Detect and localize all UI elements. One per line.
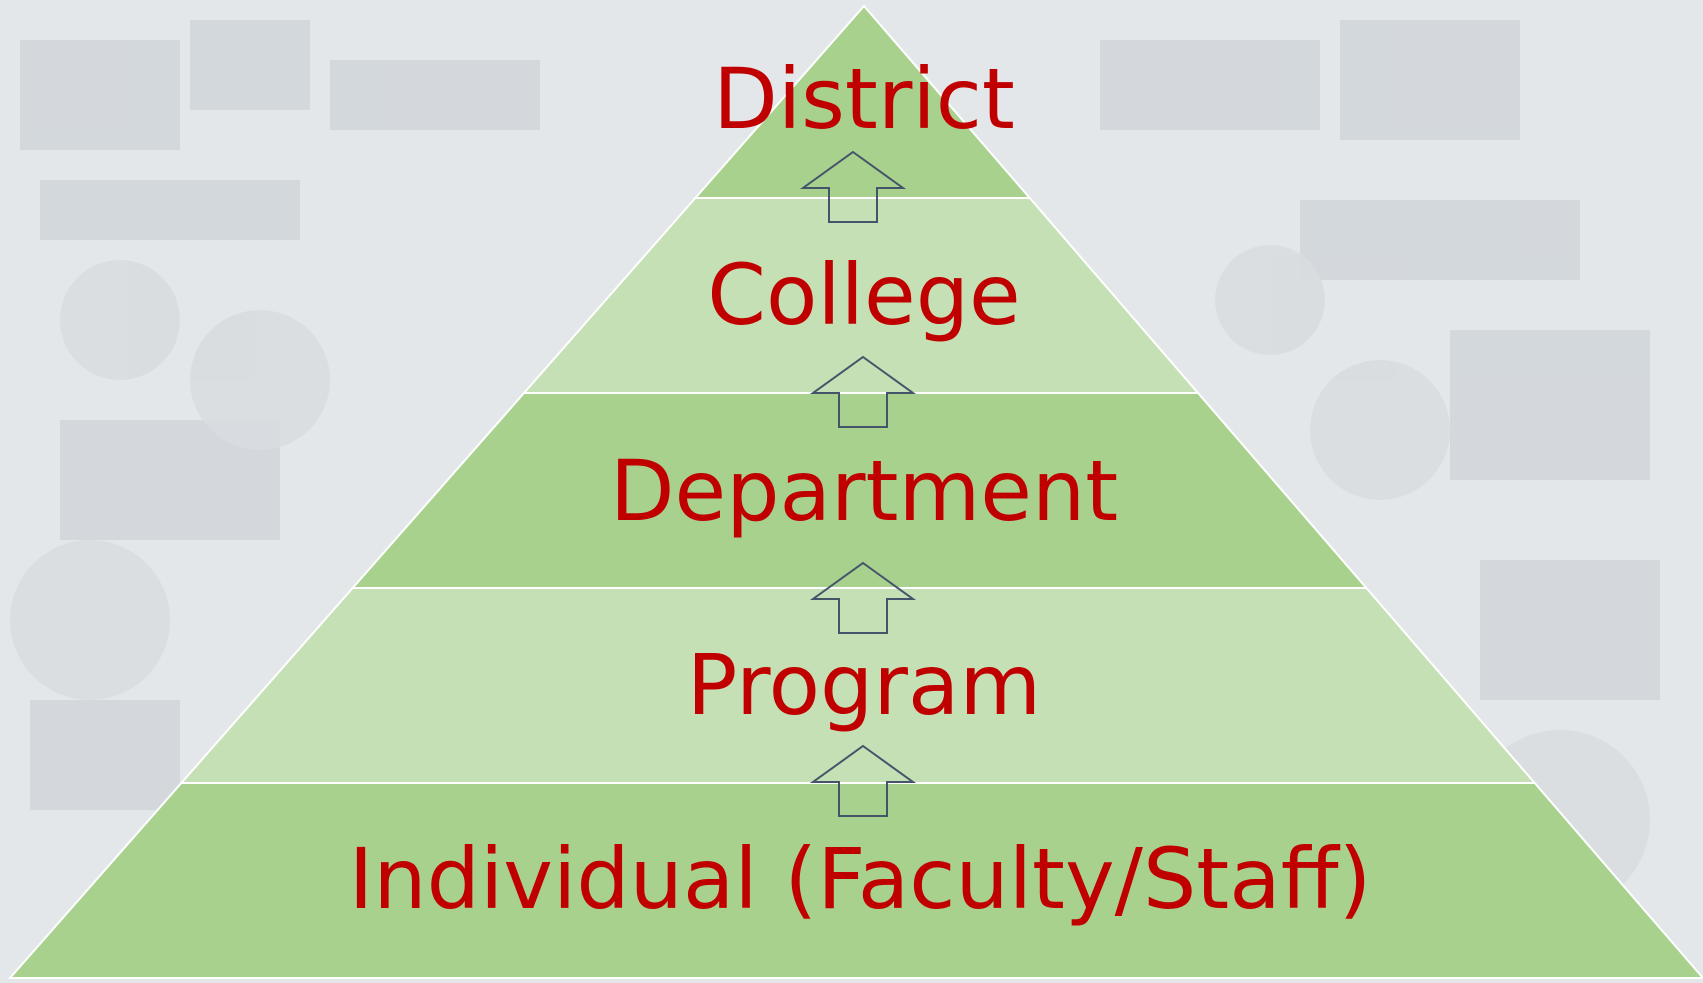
up-arrow-icon-department-to-college: [809, 355, 917, 428]
level-label-program: Program: [687, 636, 1041, 734]
level-label-department: Department: [610, 442, 1118, 540]
up-arrow-icon-college-to-district: [799, 150, 907, 223]
up-arrow-icon-program-to-department: [809, 561, 917, 634]
level-label-individual: Individual (Faculty/Staff): [349, 830, 1372, 928]
up-arrow-icon-individual-to-program: [809, 744, 917, 817]
pyramid-tier-individual: [7, 782, 1703, 979]
level-label-college: College: [707, 246, 1020, 344]
level-label-district: District: [713, 50, 1015, 148]
